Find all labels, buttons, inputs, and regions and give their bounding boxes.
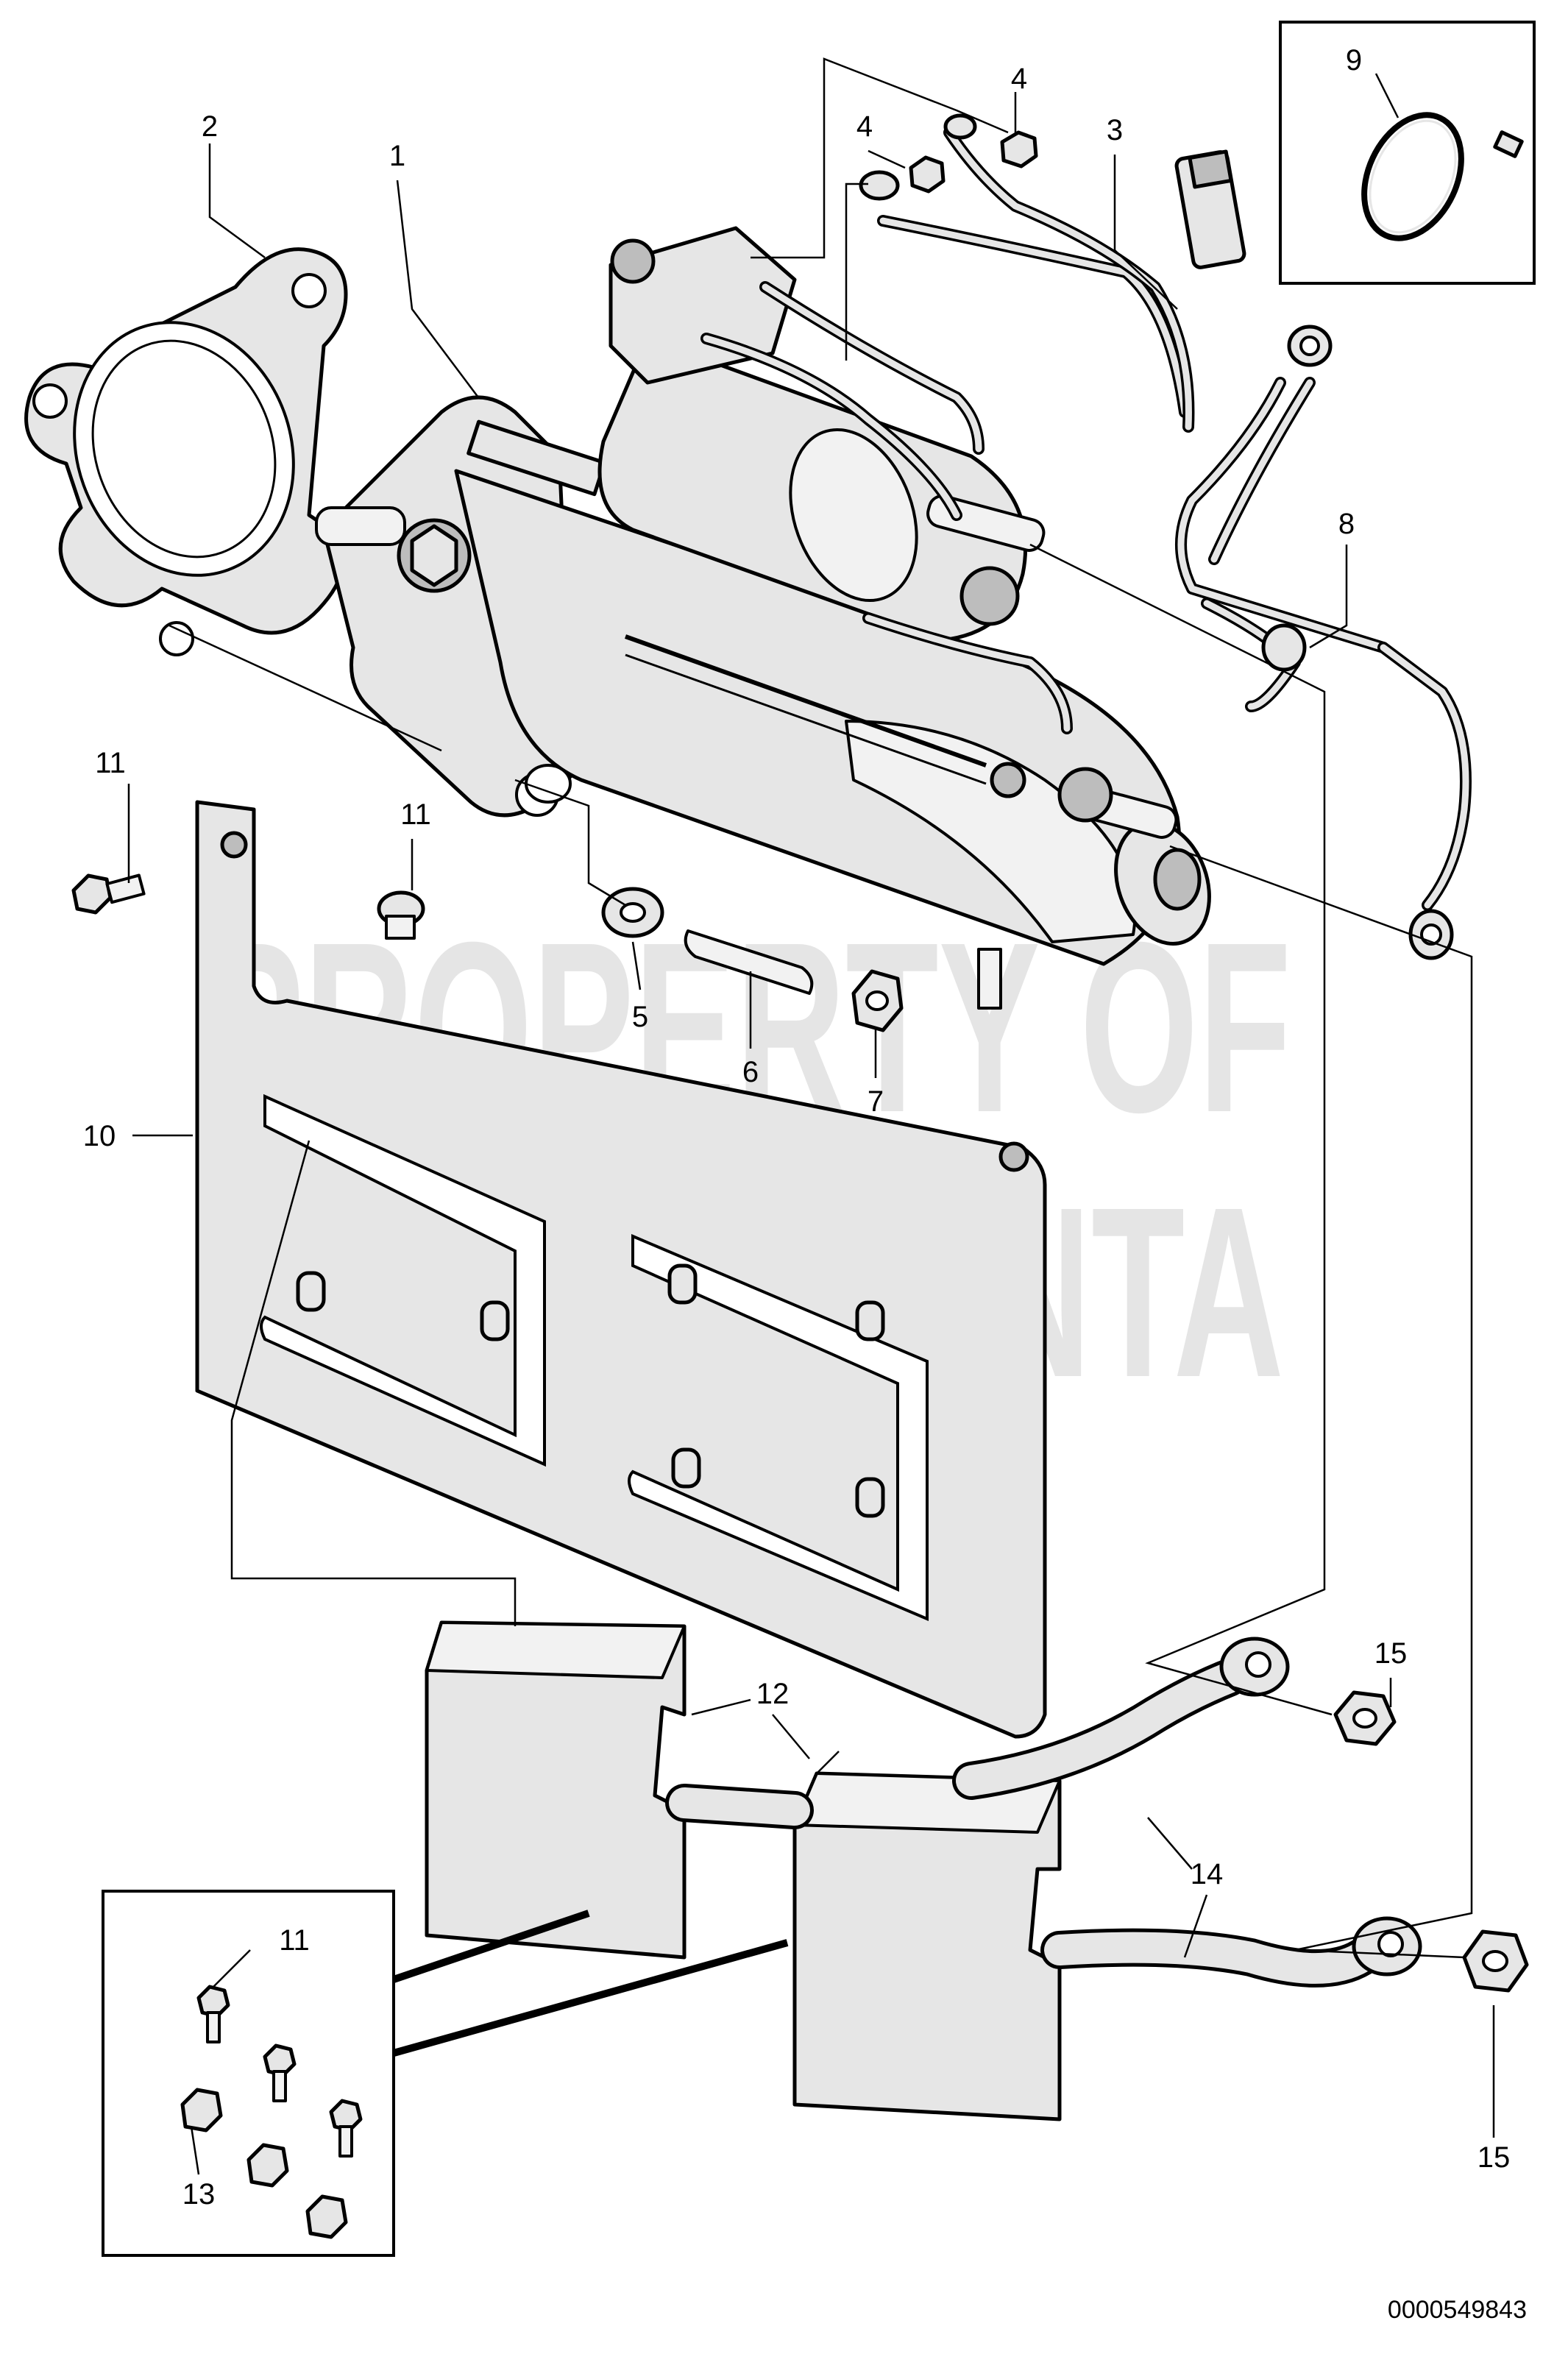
callout-11b: 11 — [400, 798, 431, 831]
callout-14: 14 — [1191, 1858, 1224, 1890]
wiring-harness — [700, 113, 1246, 734]
nut-4a — [909, 155, 946, 194]
gasket-bore — [73, 321, 295, 577]
callout-4a: 4 — [1011, 63, 1027, 95]
bracket-plate-body — [195, 800, 1047, 1739]
cable-tie-inset — [1279, 21, 1536, 285]
flange-gasket — [24, 247, 348, 656]
cable-tie — [1361, 112, 1464, 241]
callout-9: 9 — [1346, 44, 1362, 77]
bracket-stud — [671, 1447, 701, 1489]
leader-lines — [127, 57, 1495, 2175]
bracket-stud — [855, 1477, 885, 1518]
bolt-11a — [71, 873, 113, 915]
battery-cables — [665, 1637, 1422, 1988]
fastener-inset — [102, 1890, 789, 2257]
callout-15b: 15 — [1477, 2141, 1511, 2174]
gasket-bolt-hole — [291, 273, 327, 308]
terminal-nuts — [909, 130, 1038, 194]
callout-1: 1 — [389, 140, 405, 172]
gasket-bolt-hole — [32, 383, 68, 419]
callout-12: 12 — [756, 1678, 790, 1710]
gasket-bolt-hole — [159, 621, 194, 656]
ring-terminal — [943, 113, 977, 140]
callout-15a: 15 — [1374, 1637, 1408, 1670]
bracket-plate — [195, 800, 1047, 1739]
bracket-stud — [296, 1271, 326, 1312]
bracket-stud — [855, 1300, 885, 1341]
bracket-stud — [480, 1300, 510, 1341]
callout-8: 8 — [1338, 508, 1355, 540]
callout-11c: 11 — [279, 1924, 310, 1957]
bracket-stud — [667, 1263, 698, 1305]
nut-4b — [1000, 130, 1038, 169]
callout-11a: 11 — [95, 747, 126, 779]
cable-tie-head — [1493, 130, 1524, 158]
callout-4b: 4 — [856, 110, 873, 143]
callout-6: 6 — [742, 1056, 759, 1088]
callout-5: 5 — [632, 1001, 648, 1033]
spacer-6 — [684, 929, 814, 995]
inset-frame-13 — [102, 1890, 395, 2257]
ground-cable — [1175, 325, 1472, 960]
solenoid-cap — [609, 226, 797, 385]
callout-13: 13 — [182, 2178, 216, 2211]
starter-motor — [315, 226, 1211, 1010]
callout-10: 10 — [83, 1120, 116, 1152]
cable-clamps — [425, 1620, 1062, 2121]
callout-3: 3 — [1107, 114, 1123, 146]
callout-labels: 1 2 3 4 4 5 6 7 8 9 10 11 11 11 12 13 14… — [83, 44, 1511, 2211]
document-number: 0000549843 — [1388, 2296, 1527, 2324]
cable-nuts — [1333, 1690, 1529, 1993]
flange-bolts — [71, 873, 425, 940]
bottom-stud — [977, 948, 1002, 1010]
callout-2: 2 — [202, 110, 218, 143]
ring-terminal — [859, 170, 900, 201]
callout-7: 7 — [868, 1085, 884, 1118]
pinion-shaft — [315, 506, 406, 546]
inset-frame-9 — [1279, 21, 1536, 285]
